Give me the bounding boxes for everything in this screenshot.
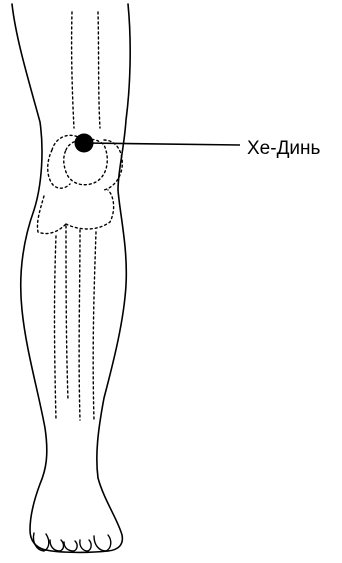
thigh-bone-line-left — [72, 12, 74, 128]
leader-line — [84, 143, 240, 145]
acupoint-label: Хе-Динь — [247, 138, 320, 160]
toes — [33, 533, 110, 551]
thigh-bone-line-right — [98, 12, 100, 128]
leg-outline-right — [97, 4, 130, 551]
tibia-head-outline — [37, 190, 113, 234]
leg-outline-left — [12, 4, 47, 550]
tibia-line-right — [93, 232, 96, 420]
tibia-line-mid — [66, 226, 68, 400]
fibula-line — [79, 230, 80, 420]
tibia-line-left — [55, 236, 57, 420]
